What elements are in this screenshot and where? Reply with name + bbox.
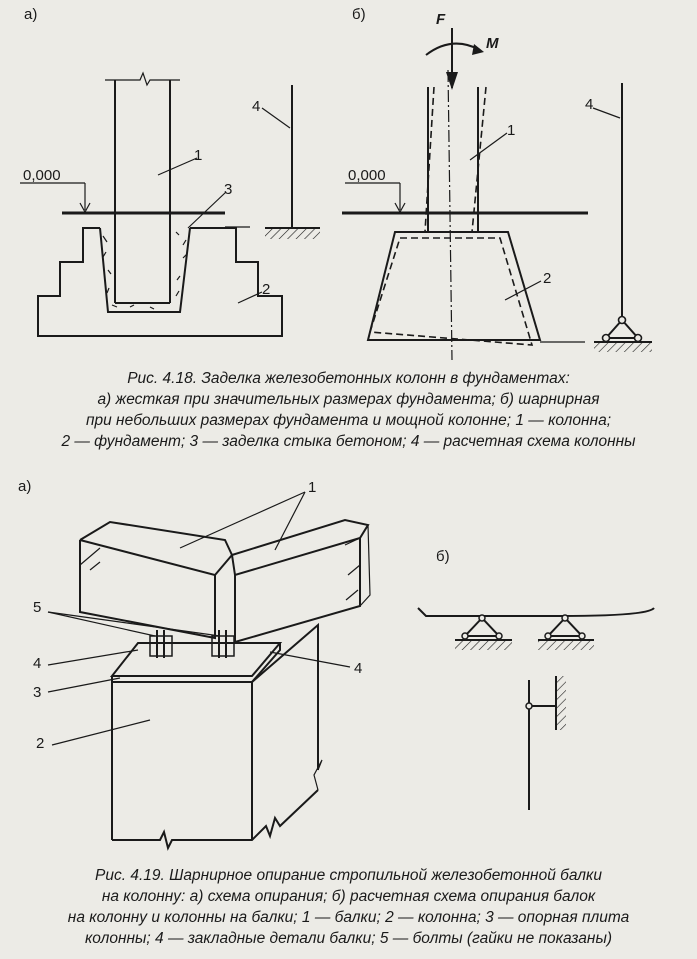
beam-left (79, 520, 233, 640)
level-label-a: 0,000 (23, 167, 61, 184)
moment-label: M (486, 35, 499, 52)
bolts (149, 630, 235, 658)
callout-2-419: 2 (36, 735, 44, 752)
caption-line: Рис. 4.19. Шарнирное опирание стропильно… (95, 867, 602, 884)
design-scheme-b (594, 83, 652, 352)
leaders-419 (47, 491, 351, 746)
callout-4-b: 4 (585, 96, 593, 113)
caption-line: на колонну: а) схема опирания; б) расчет… (101, 888, 596, 905)
scheme-beams-on-column (417, 607, 655, 650)
force-label: F (436, 11, 446, 28)
callout-5-419: 5 (33, 599, 41, 616)
support-plate (109, 642, 283, 683)
callout-1-b: 1 (507, 122, 515, 139)
foundation-a (37, 227, 283, 337)
fig418-label-a: а) (24, 6, 38, 23)
beam-right (230, 518, 371, 644)
caption-line: на колонну и колонны на балки; 1 — балки… (67, 909, 630, 926)
callout-4-a: 4 (252, 98, 260, 115)
caption-line: а) жесткая при значительных размерах фун… (97, 391, 600, 408)
leaders-b (469, 107, 621, 301)
column-b (424, 69, 487, 361)
fig419-label-b: б) (436, 548, 450, 565)
figure-4-18-caption: Рис. 4.18. Заделка железобетонных колонн… (0, 368, 697, 452)
callout-1-a: 1 (194, 147, 202, 164)
design-scheme-a (265, 85, 320, 239)
callout-4-right-419: 4 (354, 660, 362, 677)
column-a (105, 71, 180, 304)
level-label-b: 0,000 (348, 167, 386, 184)
force-moment-b (425, 28, 484, 90)
leaders-a (157, 107, 291, 304)
foundation-b (366, 231, 585, 346)
column-419 (111, 622, 323, 851)
caption-line: Рис. 4.18. Заделка железобетонных колонн… (127, 370, 570, 387)
caption-line: 2 — фундамент; 3 — заделка стыка бетоном… (61, 433, 636, 450)
callout-1-419: 1 (308, 479, 316, 496)
ground-line-a (62, 211, 250, 228)
level-marker-b (345, 182, 406, 214)
fig419-label-a: а) (18, 478, 32, 495)
figure-4-18-drawing: 1 3 2 4 0,000 F M (20, 11, 652, 361)
figure-4-19-caption: Рис. 4.19. Шарнирное опирание стропильно… (0, 865, 697, 949)
caption-line: при небольших размерах фундамента и мощн… (85, 412, 612, 429)
level-marker-a (20, 182, 91, 214)
callout-2-b: 2 (543, 270, 551, 287)
grout-joint-a (102, 231, 188, 310)
callout-4-left-419: 4 (33, 655, 41, 672)
callout-3-419: 3 (33, 684, 41, 701)
scheme-column-on-beam (525, 676, 566, 810)
caption-line: колонны; 4 — закладные детали балки; 5 —… (84, 930, 613, 947)
callout-2-a: 2 (262, 281, 270, 298)
callout-3-a: 3 (224, 181, 232, 198)
fig418-label-b: б) (352, 6, 366, 23)
